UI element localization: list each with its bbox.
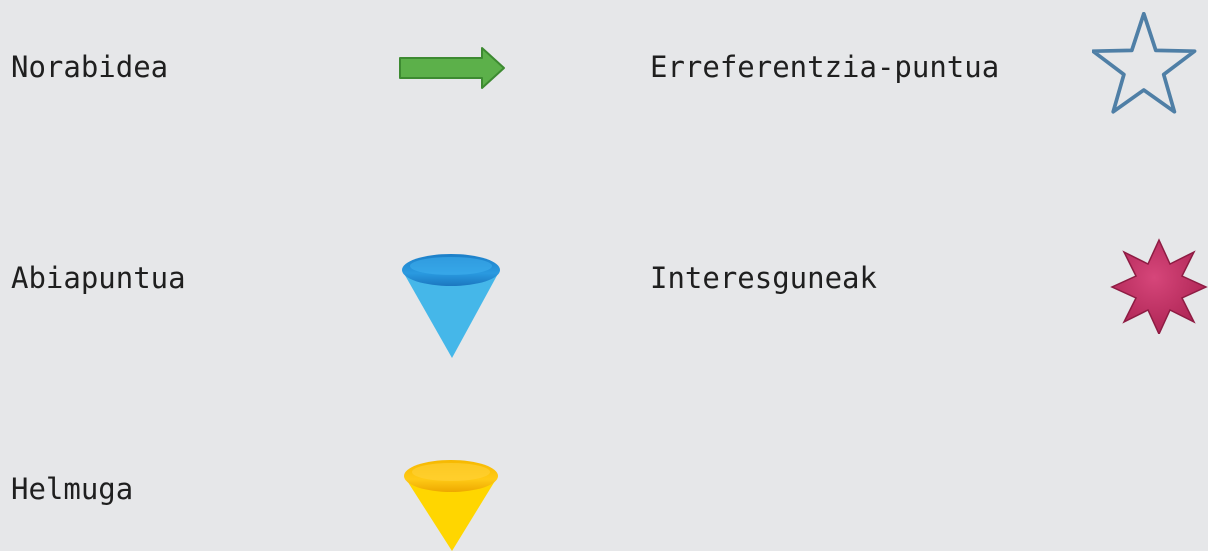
legend-label-direction: Norabidea <box>11 50 169 84</box>
magenta-star-burst-icon <box>1110 238 1208 334</box>
legend-label-points-of-interest: Interesguneak <box>650 261 877 295</box>
green-arrow-icon <box>399 47 505 89</box>
star-outline-icon <box>1092 12 1197 114</box>
blue-cone-icon <box>402 254 500 358</box>
legend-label-start-point: Abiapuntua <box>11 261 186 295</box>
legend-label-destination: Helmuga <box>11 472 134 506</box>
legend-label-reference-point: Erreferentzia-puntua <box>650 50 1000 84</box>
yellow-cone-icon <box>404 460 498 551</box>
